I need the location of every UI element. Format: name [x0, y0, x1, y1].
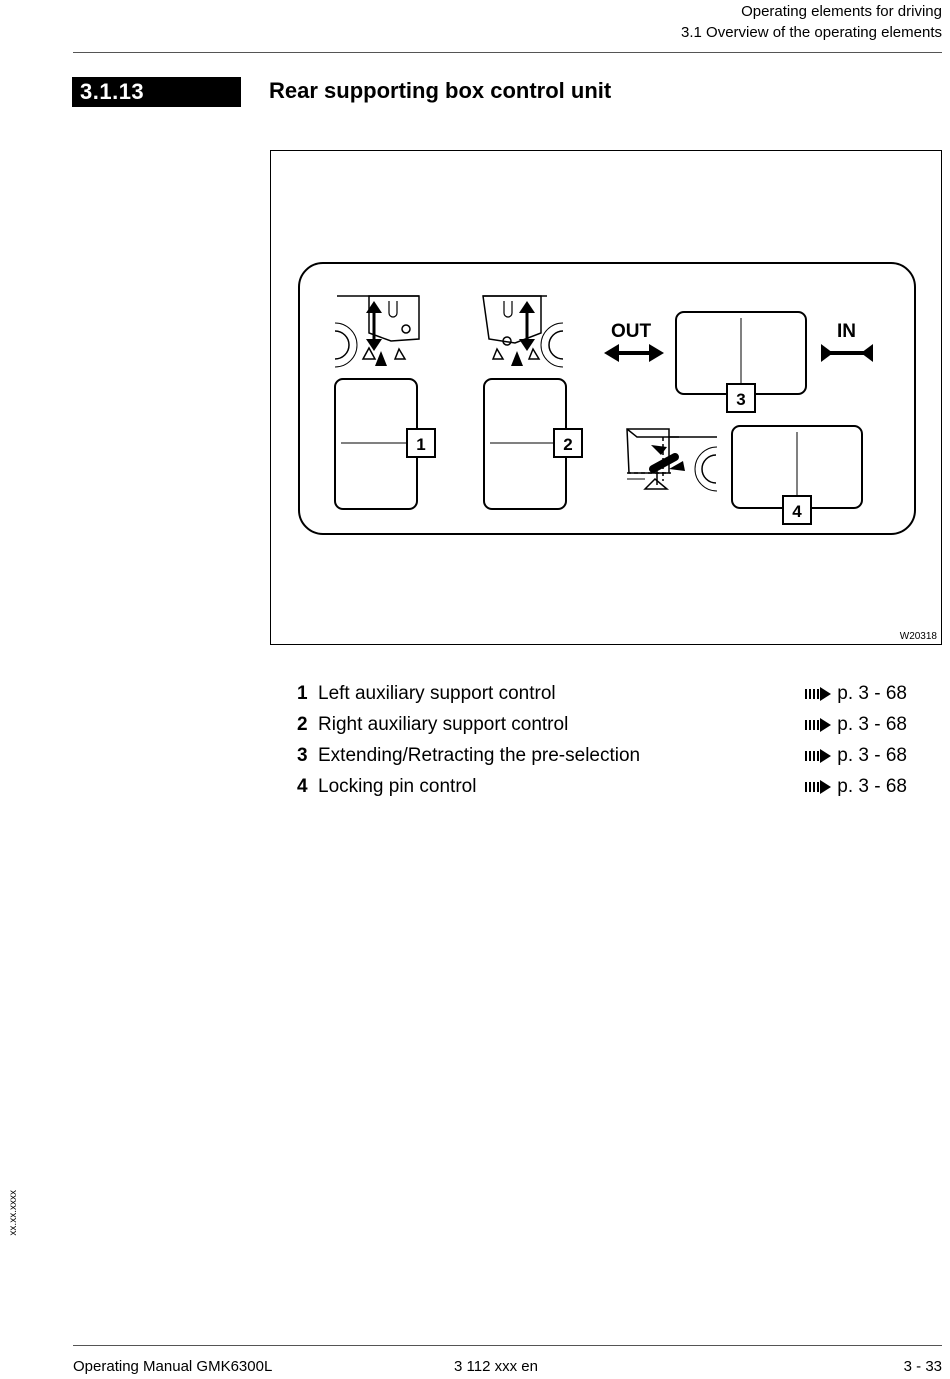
control-panel-outline: [298, 262, 916, 535]
footer-doc-number: 3 112 xxx en: [454, 1358, 538, 1375]
switch-3-number-box: [726, 383, 756, 413]
page-title: Rear supporting box control unit: [269, 78, 612, 103]
switch-2-number-box: [553, 428, 583, 458]
page-reference-link[interactable]: p. 3 - 68: [805, 745, 907, 767]
header-divider: [73, 52, 942, 53]
double-arrow-out-icon: [604, 344, 664, 362]
switch-1-left-support[interactable]: 1: [334, 378, 436, 510]
legend-number: 2: [297, 714, 308, 735]
section-number-badge: 3.1.13: [72, 77, 241, 107]
page-ref-arrow-icon: [805, 686, 832, 701]
page-reference-text: p. 3 - 68: [837, 776, 907, 797]
locking-pin-symbol: [626, 428, 718, 492]
legend-label: Locking pin control: [318, 776, 477, 797]
footer-page-number: 3 - 33: [903, 1358, 942, 1375]
legend-label: Right auxiliary support control: [318, 714, 569, 735]
switch-2-number: 2: [563, 435, 572, 454]
page-reference-link[interactable]: p. 3 - 68: [805, 683, 907, 705]
page-reference-link[interactable]: p. 3 - 68: [805, 776, 907, 798]
legend-number: 1: [297, 683, 308, 704]
page-reference-text: p. 3 - 68: [837, 745, 907, 766]
in-label: IN: [837, 321, 856, 342]
switch-3-number: 3: [736, 390, 745, 409]
legend-label: Extending/Retracting the pre-selection: [318, 745, 641, 766]
figure-id: W20318: [899, 631, 937, 642]
control-unit-diagram: 1 2 OUT 3 IN: [298, 262, 916, 535]
legend-number: 3: [297, 745, 308, 766]
legend-label: Left auxiliary support control: [318, 683, 556, 704]
right-outrigger-jack-symbol: [482, 295, 564, 368]
page-reference-text: p. 3 - 68: [837, 714, 907, 735]
legend-item: 1 Left auxiliary support control p. 3 - …: [297, 683, 907, 714]
left-outrigger-jack-symbol: [334, 295, 420, 368]
page-ref-arrow-icon: [805, 748, 832, 763]
switch-4-number-box: [782, 495, 812, 525]
legend-number: 4: [297, 776, 308, 797]
switch-3-pre-selection[interactable]: 3: [675, 311, 807, 413]
legend-item: 4 Locking pin control p. 3 - 68: [297, 776, 907, 807]
figure-frame: 1 2 OUT 3 IN: [270, 150, 942, 645]
switch-1-number-box: [406, 428, 436, 458]
out-label: OUT: [611, 321, 652, 342]
header-chapter: Operating elements for driving: [741, 3, 942, 20]
switch-1-number: 1: [416, 435, 425, 454]
legend-item: 3 Extending/Retracting the pre-selection…: [297, 745, 907, 776]
page-ref-arrow-icon: [805, 779, 832, 794]
legend-item: 2 Right auxiliary support control p. 3 -…: [297, 714, 907, 745]
footer-manual-title: Operating Manual GMK6300L: [73, 1358, 273, 1375]
page-reference-link[interactable]: p. 3 - 68: [805, 714, 907, 736]
header-section: 3.1 Overview of the operating elements: [681, 24, 942, 41]
legend-list: 1 Left auxiliary support control p. 3 - …: [297, 683, 907, 807]
footer-divider: [73, 1345, 942, 1346]
margin-date-code: xx.xx.xxxx: [8, 1190, 19, 1236]
switch-4-number: 4: [792, 502, 802, 521]
switch-2-right-support[interactable]: 2: [483, 378, 583, 510]
page-ref-arrow-icon: [805, 717, 832, 732]
switch-4-locking-pin[interactable]: 4: [731, 425, 863, 525]
page-reference-text: p. 3 - 68: [837, 683, 907, 704]
retract-in-icon: [821, 344, 873, 362]
